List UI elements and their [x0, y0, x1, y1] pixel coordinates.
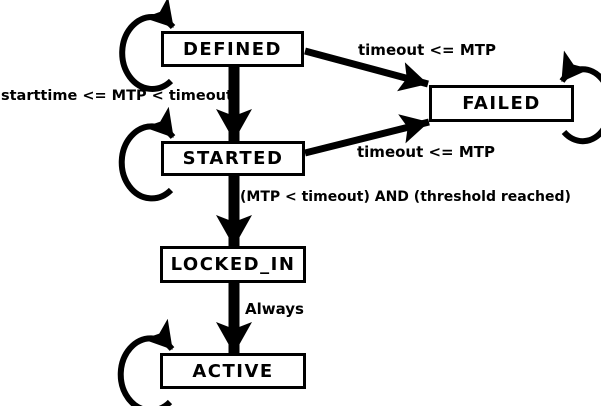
arrow-started-to-failed [304, 114, 430, 157]
transition-label-defined-to-started: starttime <= MTP < timeout [1, 88, 233, 104]
transition-label-locked-in-to-active: Always [245, 300, 304, 318]
transition-label-started-to-locked-in: (MTP < timeout) AND (threshold reached) [240, 189, 571, 205]
arrow-defined-to-failed [304, 47, 429, 92]
state-node-active: ACTIVE [160, 353, 306, 389]
state-node-defined: DEFINED [161, 31, 304, 67]
state-label-active: ACTIVE [192, 360, 274, 382]
state-label-defined: DEFINED [182, 38, 283, 60]
state-label-started: STARTED [182, 148, 284, 169]
state-node-failed: FAILED [429, 85, 574, 122]
state-label-locked-in: LOCKED_IN [170, 254, 296, 275]
self-loop-defined [119, 0, 176, 92]
self-loop-started [118, 106, 176, 202]
state-label-failed: FAILED [462, 93, 541, 114]
transition-label-defined-to-failed: timeout <= MTP [358, 41, 497, 59]
state-node-locked-in: LOCKED_IN [160, 246, 306, 283]
transition-label-started-to-failed: timeout <= MTP [357, 143, 496, 161]
state-node-started: STARTED [161, 141, 305, 176]
self-loop-active [117, 318, 175, 406]
self-loop-failed [559, 50, 601, 145]
